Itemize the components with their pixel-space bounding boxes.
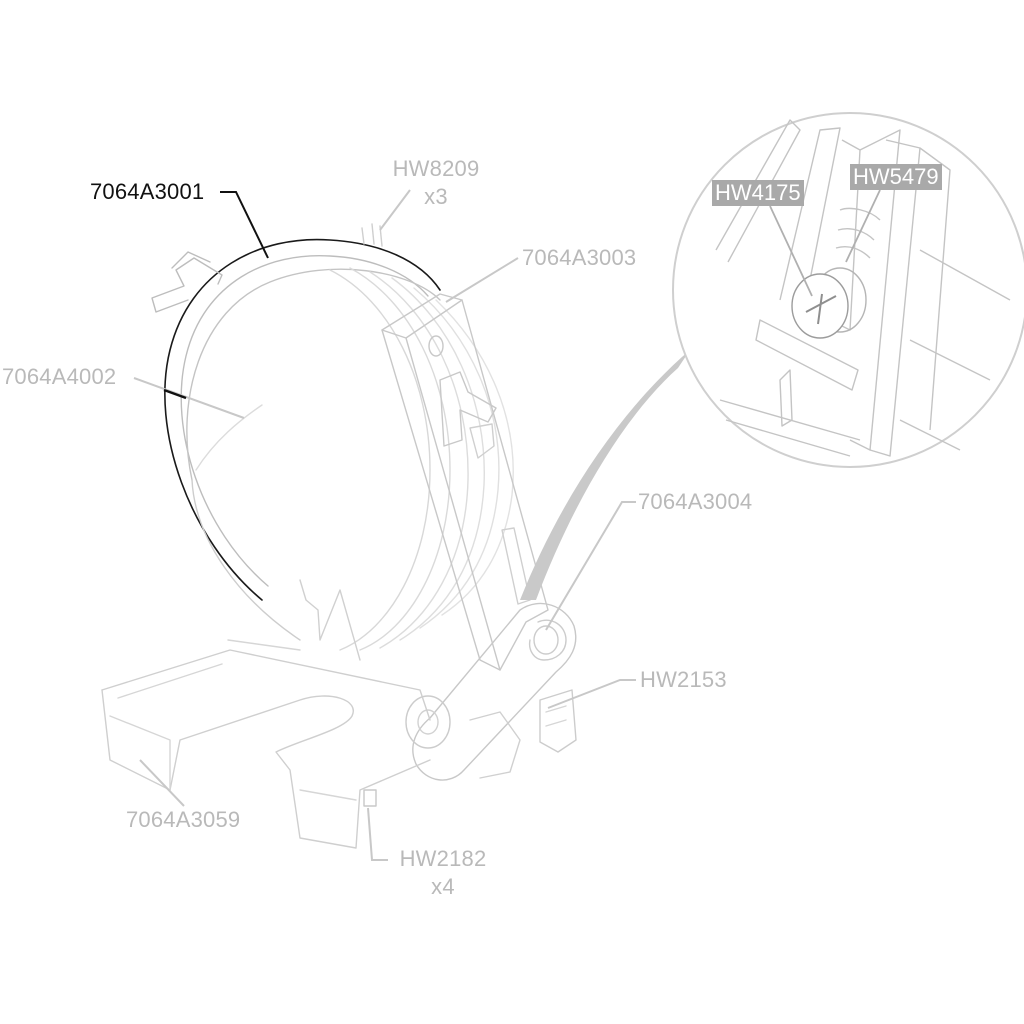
detail-drawing [715, 119, 1011, 457]
main-part-label: 7064A3001 [90, 179, 205, 204]
base-label: 7064A3059 [126, 807, 241, 832]
link-leader [545, 501, 636, 631]
clips-qty: x4 [431, 874, 455, 899]
arm-leader [445, 257, 519, 303]
assembly-drawing [101, 223, 577, 849]
spring-leader [845, 189, 881, 263]
main-part-leader [220, 191, 269, 259]
detail-circle [672, 112, 1024, 468]
link-label: 7064A3004 [638, 489, 753, 514]
screw-tag: HW4175 [712, 180, 804, 206]
link-part [405, 602, 577, 781]
pivot-leader [547, 679, 636, 709]
screws-top-label: HW8209 x3 [386, 158, 486, 208]
lens-part [186, 267, 514, 651]
clips-leader [367, 807, 388, 861]
pivot-part [539, 689, 577, 753]
base-part [101, 579, 431, 849]
spring-tag: HW5479 [850, 164, 942, 190]
pivot-label: HW2153 [640, 667, 727, 692]
detail-connector [520, 350, 690, 600]
screws-top-qty: x3 [424, 184, 448, 209]
leader-lines [133, 189, 636, 861]
screws-top-code: HW8209 [392, 156, 480, 181]
arm-label: 7064A3003 [522, 245, 637, 270]
base-leader [139, 759, 185, 807]
lens-leader-tick [163, 388, 187, 400]
ring-part [151, 223, 441, 601]
lens-leader [133, 377, 245, 419]
screws-top-leader [379, 189, 411, 231]
clips-label: HW2182 x4 [388, 848, 498, 898]
arm-part [381, 293, 549, 671]
clips-code: HW2182 [399, 846, 487, 871]
lens-label: 7064A4002 [2, 364, 117, 389]
screw-leader [769, 205, 813, 297]
